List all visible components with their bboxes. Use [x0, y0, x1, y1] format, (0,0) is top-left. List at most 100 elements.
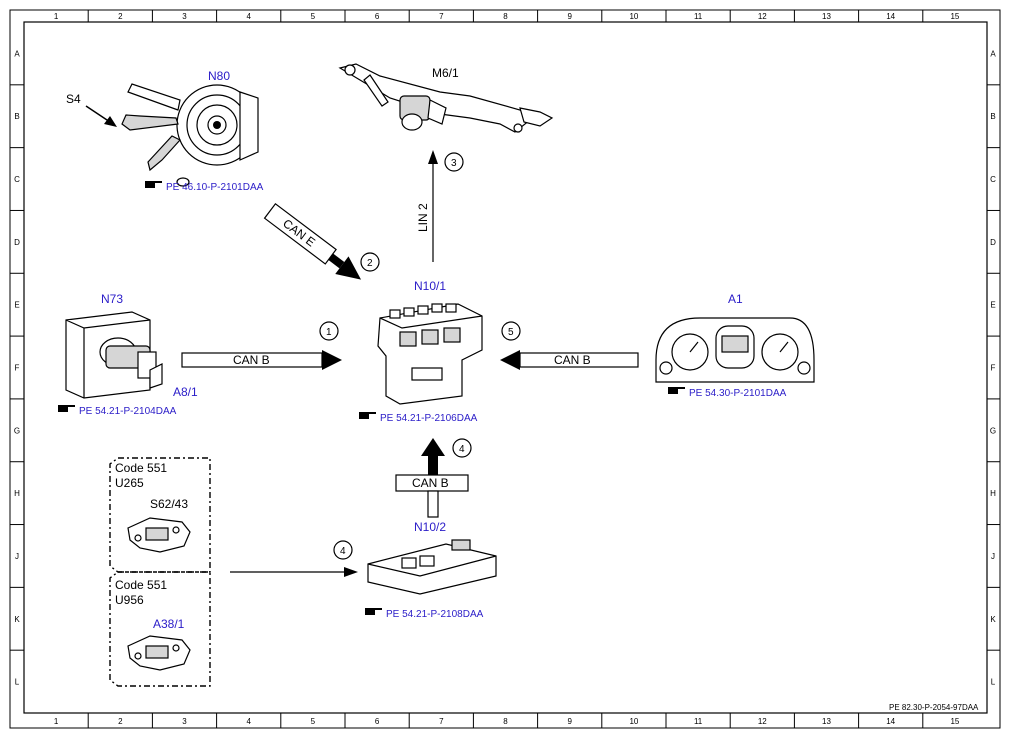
grid-col-top-3: 3 — [182, 12, 187, 21]
grid-col-bottom-7: 7 — [439, 717, 444, 726]
marker-4-upper: 4 — [452, 438, 472, 458]
grid-row-left-A: A — [14, 49, 20, 58]
grid-col-top-13: 13 — [822, 12, 831, 21]
marker-3: 3 — [444, 152, 464, 172]
can-b-left-connection: CAN B — [181, 350, 342, 370]
grid-col-bottom-9: 9 — [567, 717, 572, 726]
grid-col-top-7: 7 — [439, 12, 444, 21]
grid-col-bottom-11: 11 — [694, 717, 703, 726]
can-b-bottom-label: CAN B — [412, 476, 449, 490]
grid-col-top-1: 1 — [54, 12, 59, 21]
s62-43-label: S62/43 — [150, 497, 188, 511]
a1-label: A1 — [728, 292, 743, 306]
outer-frame — [9, 9, 1001, 729]
grid-col-top-11: 11 — [694, 12, 703, 21]
grid-col-bottom-5: 5 — [311, 717, 316, 726]
n73-ref[interactable]: PE 54.21-P-2104DAA — [58, 405, 177, 417]
s4-label: S4 — [66, 92, 81, 106]
s4-arrowhead — [104, 116, 117, 127]
grid-row-right-J: J — [991, 552, 995, 561]
n10-1-label: N10/1 — [414, 279, 446, 293]
n10-2-module-drawing — [367, 539, 497, 595]
n10-1-ref-text: PE 54.21-P-2106DAA — [380, 413, 478, 424]
a8-1-label: A8/1 — [173, 385, 198, 399]
grid-col-top-5: 5 — [311, 12, 316, 21]
footer-code: PE 82.30-P-2054-97DAA — [889, 703, 979, 712]
n73-ref-text: PE 54.21-P-2104DAA — [79, 406, 177, 417]
grid-row-left-E: E — [14, 301, 19, 310]
n80-ref-text: PE 46.10-P-2101DAA — [166, 182, 264, 193]
grid-row-right-H: H — [990, 489, 996, 498]
inner-frame — [23, 21, 988, 714]
grid-col-bottom-1: 1 — [54, 717, 59, 726]
grid-col-bottom-12: 12 — [758, 717, 767, 726]
option-to-n10-2-arrowhead — [344, 567, 358, 577]
grid-row-right-E: E — [990, 301, 995, 310]
can-b-bottom-connection: CAN B — [395, 438, 469, 518]
can-b-left-label: CAN B — [233, 353, 270, 367]
can-e-connection: CAN E — [263, 202, 362, 280]
a38-1-label: A38/1 — [153, 617, 185, 631]
m6-1-wiper-motor-drawing — [338, 63, 554, 133]
grid-row-right-A: A — [990, 49, 996, 58]
grid-col-top-4: 4 — [246, 12, 251, 21]
n80-label: N80 — [208, 69, 230, 83]
grid-row-right-D: D — [990, 238, 996, 247]
marker-2: 2 — [360, 252, 380, 272]
grid-col-top-8: 8 — [503, 12, 508, 21]
grid-row-left-K: K — [14, 615, 20, 624]
n10-2-ref-text: PE 54.21-P-2108DAA — [386, 609, 484, 620]
grid-col-top-6: 6 — [375, 12, 380, 21]
n73-label: N73 — [101, 292, 123, 306]
option-1-variant: U265 — [115, 476, 144, 490]
grid-col-bottom-13: 13 — [822, 717, 831, 726]
grid-col-top-14: 14 — [886, 12, 895, 21]
grid-row-left-D: D — [14, 238, 20, 247]
pointing-hand-icon — [668, 387, 685, 394]
svg-text:4: 4 — [340, 546, 346, 557]
pointing-hand-icon — [365, 608, 382, 615]
a1-ref[interactable]: PE 54.30-P-2101DAA — [668, 387, 787, 399]
grid-col-bottom-10: 10 — [629, 717, 638, 726]
n10-2-ref[interactable]: PE 54.21-P-2108DAA — [365, 608, 484, 620]
grid-row-right-B: B — [990, 112, 995, 121]
grid-row-right-K: K — [990, 615, 996, 624]
svg-text:5: 5 — [508, 327, 514, 338]
marker-4-lower: 4 — [333, 540, 353, 560]
lin2-arrowhead — [428, 150, 438, 164]
svg-text:1: 1 — [326, 327, 332, 338]
grid-row-left-B: B — [14, 112, 19, 121]
grid-row-left-C: C — [14, 175, 20, 184]
grid-row-right-F: F — [991, 364, 996, 373]
lin2-label: LIN 2 — [416, 203, 430, 232]
n73-ignition-switch-drawing — [65, 311, 163, 399]
marker-1: 1 — [319, 321, 339, 341]
grid-row-left-H: H — [14, 489, 20, 498]
n80-ref[interactable]: PE 46.10-P-2101DAA — [145, 181, 264, 193]
a1-instrument-cluster-drawing — [655, 317, 815, 383]
grid-row-right-G: G — [990, 426, 996, 435]
n10-1-sam-drawing — [377, 303, 483, 405]
grid-col-bottom-14: 14 — [886, 717, 895, 726]
n10-1-ref[interactable]: PE 54.21-P-2106DAA — [359, 412, 478, 424]
grid-col-top-2: 2 — [118, 12, 123, 21]
grid-row-left-F: F — [15, 364, 20, 373]
grid-col-top-9: 9 — [567, 12, 572, 21]
option-1-code: Code 551 — [115, 461, 167, 475]
m6-1-label: M6/1 — [432, 66, 459, 80]
grid-col-bottom-4: 4 — [246, 717, 251, 726]
grid-col-bottom-8: 8 — [503, 717, 508, 726]
can-b-right-label: CAN B — [554, 353, 591, 367]
pointing-hand-icon — [58, 405, 75, 412]
grid-row-right-C: C — [990, 175, 996, 184]
grid-row-left-G: G — [14, 426, 20, 435]
option-box-u956 — [109, 571, 211, 687]
grid-col-top-15: 15 — [950, 12, 959, 21]
pointing-hand-icon — [359, 412, 376, 419]
s62-43-switch-drawing — [127, 517, 191, 553]
grid-col-bottom-3: 3 — [182, 717, 187, 726]
grid-col-bottom-15: 15 — [950, 717, 959, 726]
grid-row-right-L: L — [991, 678, 996, 687]
n10-2-label: N10/2 — [414, 520, 446, 534]
